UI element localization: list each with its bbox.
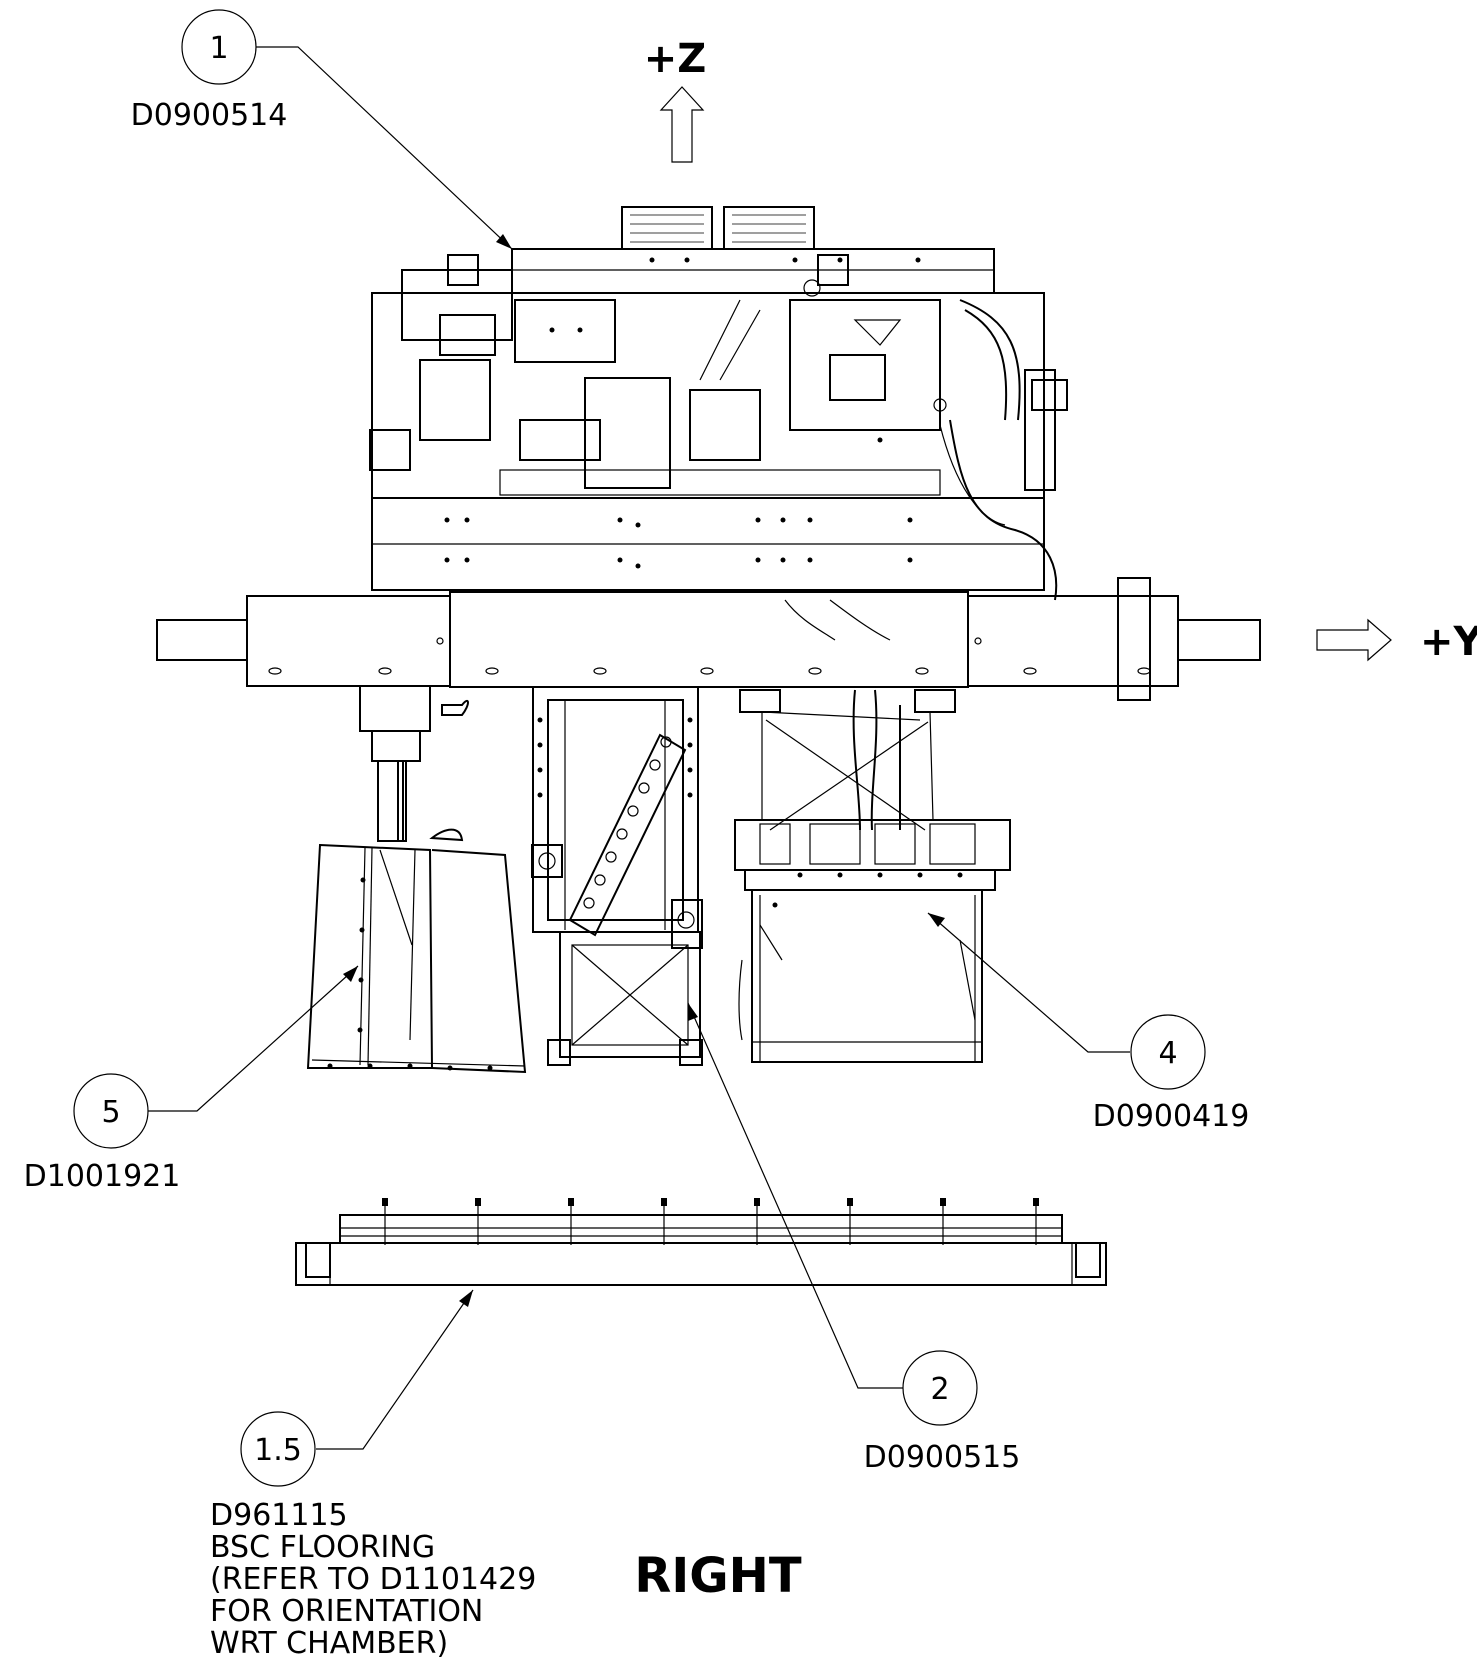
note-line-1: BSC FLOORING <box>210 1530 435 1565</box>
callout-1-part: D0900514 <box>131 98 288 133</box>
callout-2-part: D0900515 <box>864 1440 1021 1475</box>
tower-frame-assembly <box>531 686 703 1066</box>
callout-1-5-number: 1.5 <box>254 1433 302 1468</box>
note-line-3: FOR ORIENTATION <box>210 1594 483 1629</box>
view-label: RIGHT <box>634 1548 801 1604</box>
callout-1: 1 D0900514 <box>131 9 288 133</box>
note-line-4: WRT CHAMBER) <box>210 1626 448 1661</box>
suspension-frame-assembly <box>734 689 1011 1063</box>
upper-table-assembly <box>369 206 1068 601</box>
callout-1-number: 1 <box>209 31 228 66</box>
callout-2: 2 D0900515 <box>864 1350 1021 1475</box>
callout-1-5: 1.5 D961115 BSC FLOORING (REFER TO D1101… <box>210 1411 536 1661</box>
z-axis-indicator: +Z <box>644 36 707 163</box>
bsc-flooring <box>295 1198 1107 1286</box>
leader-lines <box>148 46 1130 1450</box>
callout-5: 5 D1001921 <box>24 1073 181 1194</box>
z-axis-label: +Z <box>644 36 707 82</box>
note-line-2: (REFER TO D1101429 <box>210 1562 536 1597</box>
callout-4-number: 4 <box>1158 1036 1177 1071</box>
callout-2-number: 2 <box>930 1372 949 1407</box>
callout-5-number: 5 <box>101 1095 120 1130</box>
y-axis-label: +Y <box>1420 619 1477 665</box>
main-cross-beam <box>156 577 1261 701</box>
callout-1-5-part: D961115 <box>210 1498 348 1533</box>
y-axis-indicator: +Y <box>1316 618 1477 665</box>
callout-4: 4 D0900419 <box>1093 1014 1250 1134</box>
callout-4-part: D0900419 <box>1093 1099 1250 1134</box>
callout-5-part: D1001921 <box>24 1159 181 1194</box>
hanging-panel-assembly <box>306 685 527 1074</box>
